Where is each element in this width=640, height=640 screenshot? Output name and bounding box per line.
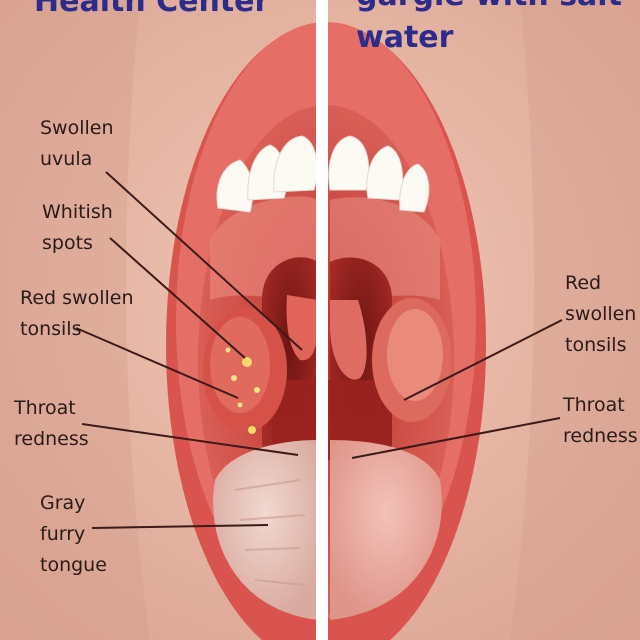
leader-swollen-uvula: [105, 171, 303, 351]
spot: [248, 426, 256, 434]
leader-gray-furry-tongue: [91, 524, 269, 529]
header-right-top: gargle with salt: [356, 0, 622, 13]
leader-red-swollen-tonsils-right: [403, 319, 563, 401]
label-gray-furry-tongue: Gray furry tongue: [40, 492, 107, 576]
label-red-swollen-tonsils-left: Red swollen tonsils: [20, 287, 134, 340]
label-red-swollen-tonsils-right: Red swollen tonsils: [565, 272, 637, 356]
uvula-right: [330, 300, 367, 380]
tonsil-left-hi: [210, 317, 270, 413]
spot: [225, 347, 231, 353]
label-swollen-uvula: Swollen uvula: [40, 117, 114, 170]
tongue-texture: [234, 479, 306, 586]
spot: [231, 375, 237, 381]
label-throat-redness-left: Throat redness: [14, 397, 89, 450]
divider: [316, 0, 328, 640]
cheek-shadow-left: [0, 0, 150, 640]
leader-throat-redness-right: [351, 417, 561, 459]
upper-teeth: [216, 135, 430, 213]
tongue-left: [213, 440, 318, 620]
leader-throat-redness-left: [81, 423, 299, 456]
header-right-bottom: water: [356, 20, 454, 55]
leader-lines: [75, 171, 563, 529]
leader-red-swollen-tonsils-left: [75, 327, 239, 399]
tongue-right: [330, 440, 442, 620]
header-left: Health Center: [34, 0, 270, 19]
cheek-shadow-right: [510, 0, 640, 640]
spot: [242, 357, 252, 367]
leader-whitish-spots: [109, 237, 246, 359]
tonsil-right-hi: [387, 309, 443, 401]
label-throat-redness-right: Throat redness: [563, 394, 638, 447]
spot: [237, 402, 243, 408]
spot: [254, 387, 260, 393]
label-whitish-spots: Whitish spots: [42, 201, 113, 254]
